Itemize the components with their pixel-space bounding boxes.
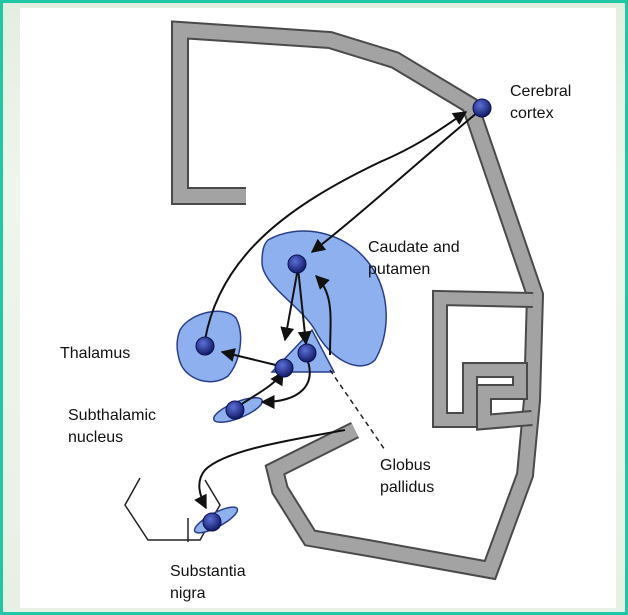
label-cerebral-cortex: Cerebral cortex xyxy=(510,83,576,122)
neuron-cortex xyxy=(473,99,491,117)
label-thalamus: Thalamus xyxy=(60,345,130,362)
neuron-nigra xyxy=(203,513,221,531)
neuron-subthalamic xyxy=(226,401,244,419)
neuron-striatum xyxy=(288,255,306,273)
neuron-gpe xyxy=(298,344,316,362)
label-globus-pallidus: Globus pallidus xyxy=(380,457,435,496)
neuron-gpi xyxy=(275,359,293,377)
neuron-thalamus xyxy=(196,337,214,355)
label-substantia-nigra: Substantia nigra xyxy=(170,563,250,602)
label-caudate-putamen: Caudate and putamen xyxy=(368,239,464,278)
label-subthalamic-nucleus: Subthalamic nucleus xyxy=(68,407,161,446)
arrow-cortex-to-striatum xyxy=(312,112,478,252)
